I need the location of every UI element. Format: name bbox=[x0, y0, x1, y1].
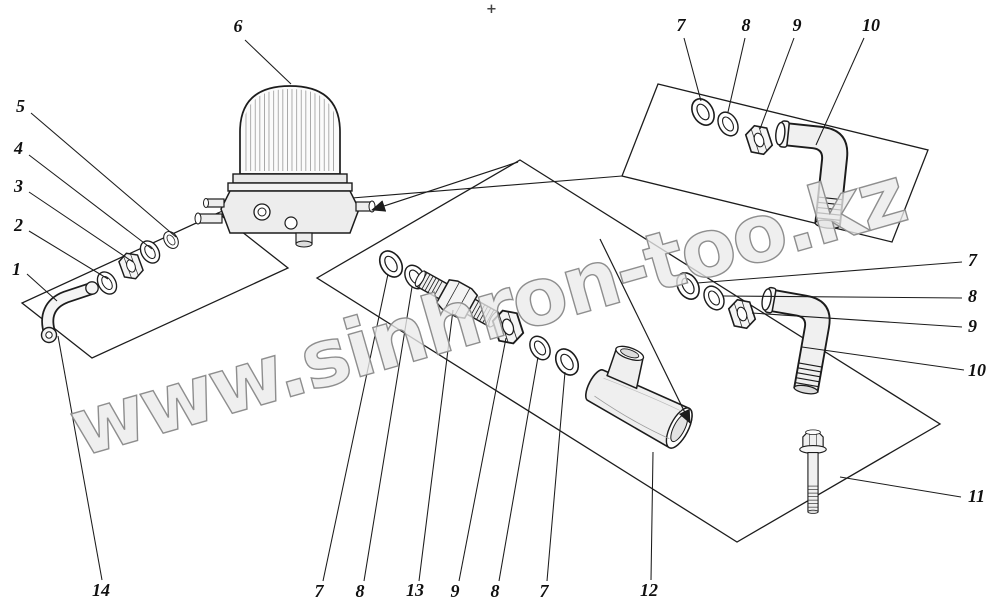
dryer-flange-band-lower bbox=[227, 182, 353, 192]
leader-line-7-right bbox=[696, 261, 963, 284]
right-middle-fitting-group bbox=[671, 268, 835, 515]
leader-line-8-bottom-a bbox=[363, 286, 413, 582]
leader-line-7-bottom-b bbox=[546, 371, 566, 582]
callout-7-bottom-a: 7 bbox=[315, 581, 325, 601]
leader-line-10-right bbox=[801, 346, 965, 371]
callout-11: 11 bbox=[968, 486, 985, 506]
dryer-manifold-body bbox=[220, 190, 360, 234]
leader-line-11 bbox=[839, 476, 962, 498]
leader-line-9-bottom bbox=[458, 337, 507, 582]
leader-line-8-right bbox=[722, 295, 963, 299]
callout-4: 4 bbox=[13, 138, 23, 158]
union-nut-3 bbox=[116, 249, 146, 283]
sealing-washer-7-center-b bbox=[550, 344, 584, 380]
callout-8-right: 8 bbox=[968, 286, 977, 306]
hollow-bolt-11 bbox=[799, 429, 827, 515]
callout-14: 14 bbox=[92, 580, 110, 600]
leader-line-12 bbox=[650, 451, 654, 581]
leader-line-4 bbox=[28, 154, 153, 250]
leader-line-3 bbox=[28, 191, 134, 263]
leader-line-6 bbox=[244, 39, 292, 85]
manifold-port-left-bore bbox=[257, 207, 267, 217]
manifold-port-center bbox=[284, 216, 298, 230]
sealing-washer-7-center-a bbox=[374, 246, 408, 282]
leader-line-5 bbox=[30, 112, 177, 238]
leader-line-13 bbox=[418, 309, 454, 582]
callout-12: 12 bbox=[640, 580, 658, 600]
leader-line-7-bottom-a bbox=[322, 273, 389, 582]
leader-line-14 bbox=[57, 335, 103, 581]
leader-line-9-right bbox=[751, 312, 963, 328]
mounting-plate-outlines bbox=[20, 83, 942, 543]
manifold-stub-left-lower bbox=[197, 213, 223, 224]
callout-13: 13 bbox=[406, 580, 424, 600]
callout-9-top: 9 bbox=[793, 15, 802, 35]
sealing-washer-7-top bbox=[686, 94, 720, 130]
manifold-stub-left-upper-cap bbox=[203, 198, 209, 208]
tee-fitting-12 bbox=[578, 335, 712, 453]
leader-line-9-top bbox=[759, 37, 795, 130]
leader-line-2 bbox=[28, 230, 109, 280]
leader-line-1 bbox=[26, 273, 58, 302]
registration-mark: + bbox=[486, 2, 497, 17]
manifold-stub-left-lower-cap bbox=[194, 212, 202, 225]
callout-7-bottom-b: 7 bbox=[540, 581, 550, 601]
callout-7-top: 7 bbox=[677, 15, 687, 35]
plate-outline-central bbox=[315, 159, 942, 543]
assembly-arrows bbox=[371, 161, 691, 424]
leader-line-8-bottom-b bbox=[498, 356, 539, 582]
callout-1: 1 bbox=[12, 259, 21, 279]
callout-6: 6 bbox=[234, 16, 243, 36]
left-fitting-group bbox=[40, 228, 182, 344]
plate-outline-left bbox=[20, 212, 290, 359]
callout-3: 3 bbox=[13, 176, 23, 196]
callout-5: 5 bbox=[16, 96, 25, 116]
plate-outline-top-right bbox=[621, 83, 929, 243]
plate-connector-right bbox=[351, 175, 623, 199]
leader-line-10-top bbox=[815, 37, 865, 146]
assembly-arrow-to-manifold bbox=[371, 161, 519, 212]
elbow-pipe-1-banjo-bore bbox=[45, 331, 53, 339]
callout-labels: 6 7 8 9 10 5 4 3 2 1 7 8 9 10 11 14 7 8 … bbox=[12, 15, 986, 601]
leader-line-8-top bbox=[727, 37, 746, 113]
callout-8-top: 8 bbox=[742, 15, 751, 35]
callout-8-bottom-a: 8 bbox=[356, 581, 365, 601]
callout-9-bottom: 9 bbox=[451, 581, 460, 601]
callout-8-bottom-b: 8 bbox=[491, 581, 500, 601]
union-nut-9-right bbox=[726, 295, 758, 333]
union-nut-9-top bbox=[743, 121, 775, 159]
dryer-flange-band bbox=[232, 173, 348, 184]
leader-lines bbox=[26, 37, 965, 582]
dryer-dome-hatching bbox=[243, 89, 337, 171]
manifold-port-bottom-cap bbox=[295, 240, 313, 248]
callout-2: 2 bbox=[13, 215, 23, 235]
callout-10-right: 10 bbox=[968, 360, 986, 380]
callout-10-top: 10 bbox=[862, 15, 880, 35]
manifold-stub-right-cap bbox=[368, 200, 376, 213]
leader-line-7-top bbox=[683, 37, 702, 102]
assembly-arrow-to-tee bbox=[599, 238, 691, 424]
air-dryer-unit bbox=[194, 85, 376, 248]
sealing-washer-8-top bbox=[713, 107, 743, 141]
elbow-fitting-10-right bbox=[746, 285, 835, 397]
callout-9-right: 9 bbox=[968, 316, 977, 336]
callout-7-right: 7 bbox=[968, 250, 978, 270]
elbow-pipe-1-collar bbox=[85, 281, 99, 295]
